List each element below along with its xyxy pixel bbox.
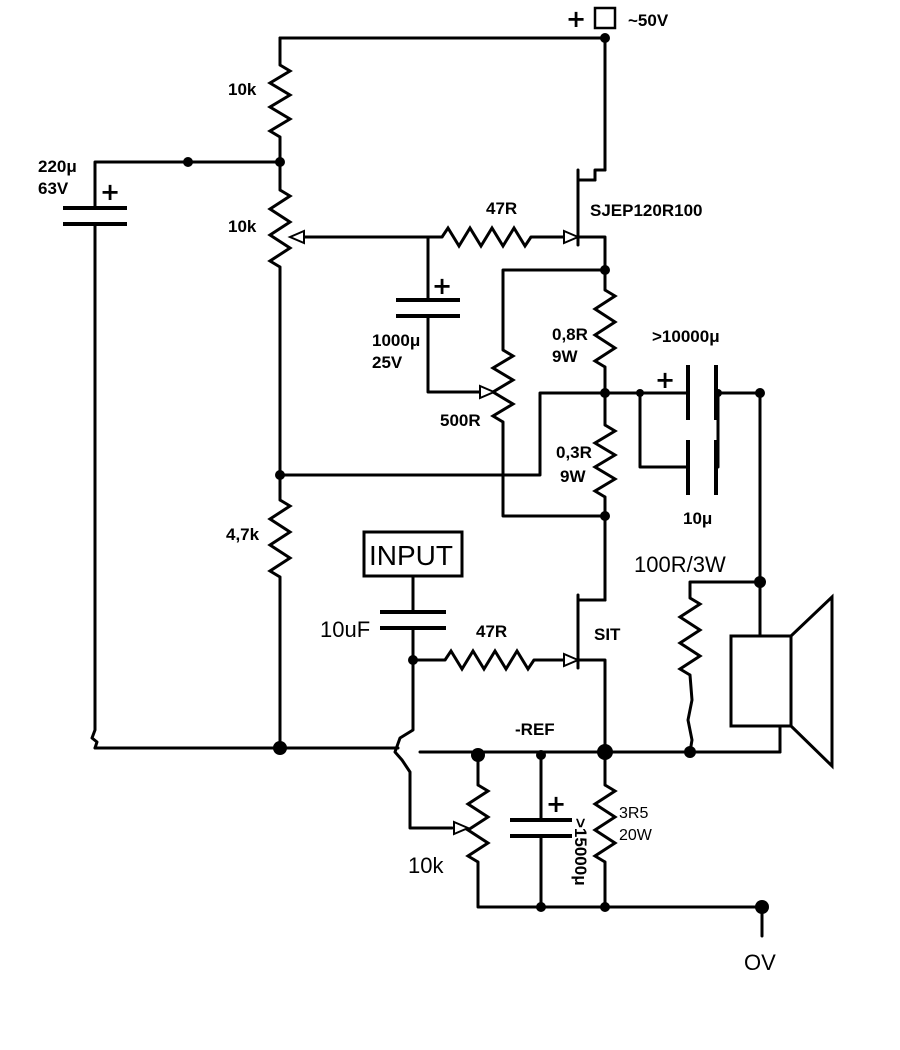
- capacitor-out-main-label: >10000μ: [652, 327, 720, 346]
- capacitor-10uf: [380, 574, 446, 662]
- transistor-bottom-label: SIT: [594, 625, 621, 644]
- svg-text:+: +: [100, 178, 120, 206]
- svg-text:+: +: [546, 790, 566, 818]
- resistor-47r-bottom: [411, 648, 581, 672]
- input-box[interactable]: INPUT: [362, 530, 464, 578]
- resistor-0r8-power: 9W: [552, 347, 578, 366]
- supply-rail: +: [278, 5, 617, 172]
- resistor-100r: [677, 391, 766, 754]
- ground-label: OV: [744, 950, 776, 975]
- capacitor-1000u-voltage: 25V: [372, 353, 403, 372]
- resistor-3r5: [592, 750, 618, 912]
- potentiometer-10k-ref-label: 10k: [408, 853, 444, 878]
- capacitor-10uf-label: 10uF: [320, 617, 370, 642]
- input-label: INPUT: [369, 540, 453, 571]
- resistor-3r5-value: 3R5: [619, 805, 648, 822]
- resistor-0r3: [592, 391, 618, 518]
- svg-text:+: +: [566, 5, 586, 33]
- resistor-47r-top: [428, 225, 581, 249]
- svg-text:+: +: [432, 272, 452, 300]
- capacitor-220u-voltage: 63V: [38, 179, 69, 198]
- potentiometer-500r: [479, 268, 607, 518]
- resistor-0r8-value: 0,8R: [552, 325, 588, 344]
- supply-terminal: [593, 6, 617, 30]
- resistor-47r-bottom-label: 47R: [476, 622, 507, 641]
- potentiometer-500r-label: 500R: [440, 411, 481, 430]
- potentiometer-10k-top-label: 10k: [228, 217, 257, 236]
- capacitor-1000u-value: 1000μ: [372, 331, 420, 350]
- resistor-4k7-label: 4,7k: [226, 525, 260, 544]
- capacitor-220u: +: [63, 157, 282, 750]
- transistor-sjep120r100: [576, 168, 607, 272]
- capacitor-out-bypass-label: 10μ: [683, 509, 712, 528]
- capacitor-220u-value: 220μ: [38, 157, 77, 176]
- ground-terminal: [755, 900, 769, 938]
- capacitor-1000u: +: [396, 235, 492, 394]
- supply-voltage-label: ~50V: [628, 11, 669, 30]
- potentiometer-10k-top: [267, 160, 432, 477]
- resistor-4k7: [267, 473, 293, 750]
- feedback-wire: [278, 391, 607, 477]
- capacitor-15000u-label: >15000μ: [571, 818, 590, 886]
- transistor-sit: [576, 514, 607, 754]
- resistor-10k-top: [267, 36, 293, 164]
- resistor-0r3-value: 0,3R: [556, 443, 592, 462]
- ref-label: -REF: [515, 720, 555, 739]
- svg-text:+: +: [655, 366, 675, 394]
- ref-bus: [93, 658, 782, 830]
- potentiometer-10k-ref: [453, 753, 764, 909]
- resistor-3r5-power: 20W: [619, 827, 653, 844]
- resistor-10k-top-label: 10k: [228, 80, 257, 99]
- resistor-0r8: [592, 268, 618, 395]
- transistor-top-label: SJEP120R100: [590, 201, 702, 220]
- output-capacitors: +: [603, 365, 765, 495]
- capacitor-15000u: +: [510, 753, 572, 912]
- speaker-icon: [729, 580, 834, 770]
- resistor-100r-label: 100R/3W: [634, 552, 726, 577]
- resistor-47r-top-label: 47R: [486, 199, 517, 218]
- resistor-0r3-power: 9W: [560, 467, 586, 486]
